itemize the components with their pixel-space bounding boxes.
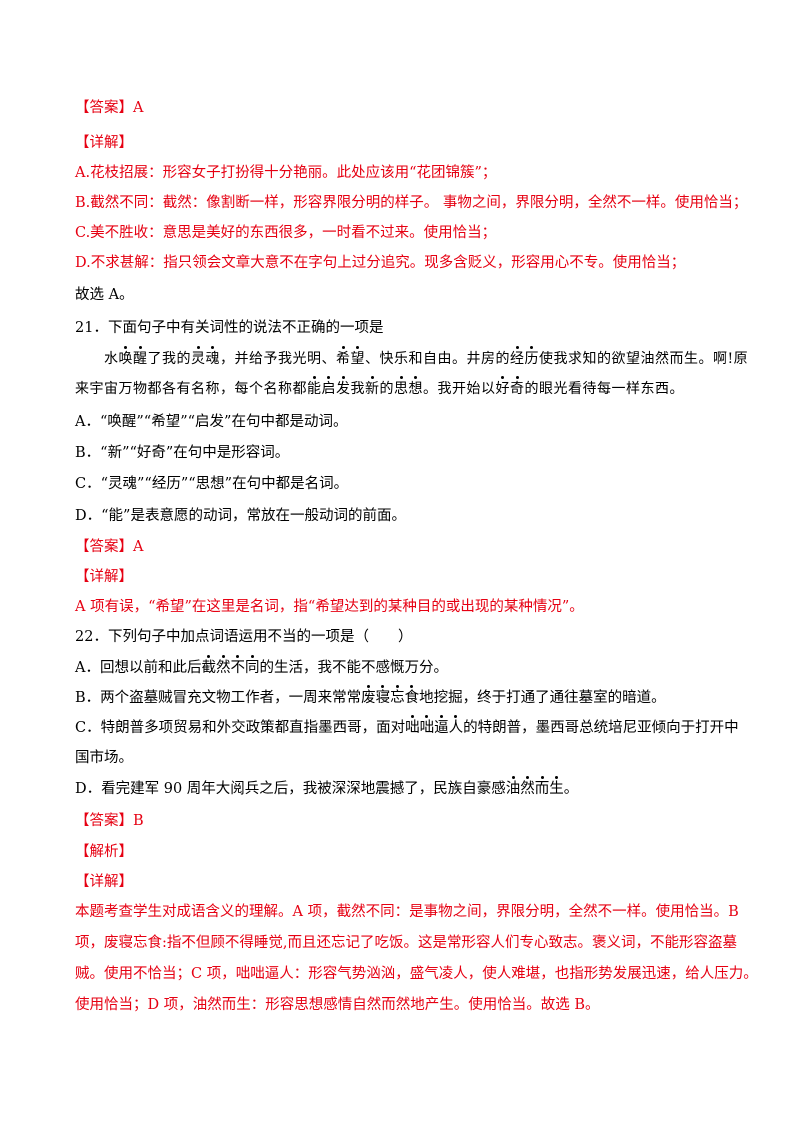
q22-option-b: B．两个盗墓贼冒充文物工作者，一周来常常废寝忘食地挖掘，终于打通了通往墓室的暗道… bbox=[75, 690, 666, 706]
q21-answer-line: 【答案】A bbox=[75, 537, 760, 557]
q21-option-a: A．“唤醒”“希望”“启发”在句中都是动词。 bbox=[75, 414, 348, 430]
detail-tag-line-1: 【详解】 bbox=[75, 133, 760, 153]
question-22-stem: 22．下列句子中加点词语运用不当的一项是（ ） bbox=[75, 629, 413, 645]
q22-detail-line-1: 本题考查学生对成语含义的理解。A 项，截然不同：是事物之间，界限分明，全然不一样… bbox=[75, 904, 739, 920]
q22-answer-line: 【答案】B bbox=[75, 811, 760, 831]
q22-option-a: A．回想以前和此后截然不同的生活，我不能不感慨万分。 bbox=[75, 660, 448, 676]
q22-detail-line-3: 贼。使用不恰当；C 项，咄咄逼人：形容气势汹汹，盛气凌人，使人难堪，也指形势发展… bbox=[75, 966, 758, 982]
detail-item-a: A.花枝招展：形容女子打扮得十分艳丽。此处应该用“花团锦簇”； bbox=[75, 165, 497, 181]
detail-item-c: C.美不胜收：意思是美好的东西很多，一时看不过来。使用恰当； bbox=[75, 225, 497, 241]
detail-item-d: D.不求甚解：指只领会文章大意不在字句上过分追究。现多含贬义，形容用心不专。使用… bbox=[75, 255, 686, 271]
detail-tag: 【详解】 bbox=[75, 135, 133, 151]
q21-passage-line-2: 来宇宙万物都各有名称，每个名称都能启发我新的思想。我开始以好奇的眼光看待每一样东… bbox=[75, 381, 684, 397]
answer-value: A bbox=[133, 100, 144, 116]
answer-tag: 【答案】 bbox=[75, 813, 133, 829]
q21-detail-tag-line: 【详解】 bbox=[75, 567, 760, 587]
q22-option-c-cont: 国市场。 bbox=[75, 750, 133, 766]
conclusion-line: 故选 A。 bbox=[75, 287, 134, 303]
q21-option-c: C．“灵魂”“经历”“思想”在句中都是名词。 bbox=[75, 476, 349, 492]
q22-analysis-tag-line: 【解析】 bbox=[75, 842, 760, 862]
q22-detail-tag-line: 【详解】 bbox=[75, 872, 760, 892]
detail-tag: 【详解】 bbox=[75, 569, 133, 585]
detail-tag: 【详解】 bbox=[75, 874, 133, 890]
detail-item-b: B.截然不同：截然：像割断一样，形容界限分明的样子。 事物之间，界限分明，全然不… bbox=[75, 195, 748, 211]
answer-tag: 【答案】 bbox=[75, 539, 133, 555]
q22-detail-line-2: 项，废寝忘食:指不但顾不得睡觉,而且还忘记了吃饭。这是常形容人们专心致志。褒义词… bbox=[75, 935, 737, 951]
q21-option-d: D．“能”是表意愿的动词，常放在一般动词的前面。 bbox=[75, 508, 406, 524]
answer-line-1: 【答案】A bbox=[75, 98, 760, 118]
q21-passage-line-1: 水唤醒了我的灵魂，并给予我光明、希望、快乐和自由。井房的经历使我求知的欲望油然而… bbox=[104, 351, 749, 367]
q22-option-d: D．看完建军 90 周年大阅兵之后，我被深深地震撼了，民族自豪感油然而生。 bbox=[75, 781, 579, 797]
answer-tag: 【答案】 bbox=[75, 100, 133, 116]
q22-option-c: C．特朗普多项贸易和外交政策都直指墨西哥，面对咄咄逼人的特朗普，墨西哥总统培尼亚… bbox=[75, 720, 739, 736]
q21-detail: A 项有误，“希望”在这里是名词，指“希望达到的某种目的或出现的某种情况”。 bbox=[75, 599, 584, 615]
q21-option-b: B．“新”“好奇”在句中是形容词。 bbox=[75, 445, 290, 461]
answer-value: B bbox=[133, 813, 144, 829]
q22-detail-line-4: 使用恰当；D 项，油然而生：形容思想感情自然而然地产生。使用恰当。故选 B。 bbox=[75, 997, 600, 1013]
question-21-stem: 21．下面句子中有关词性的说法不正确的一项是 bbox=[75, 320, 384, 336]
answer-value: A bbox=[133, 539, 144, 555]
analysis-tag: 【解析】 bbox=[75, 844, 133, 860]
